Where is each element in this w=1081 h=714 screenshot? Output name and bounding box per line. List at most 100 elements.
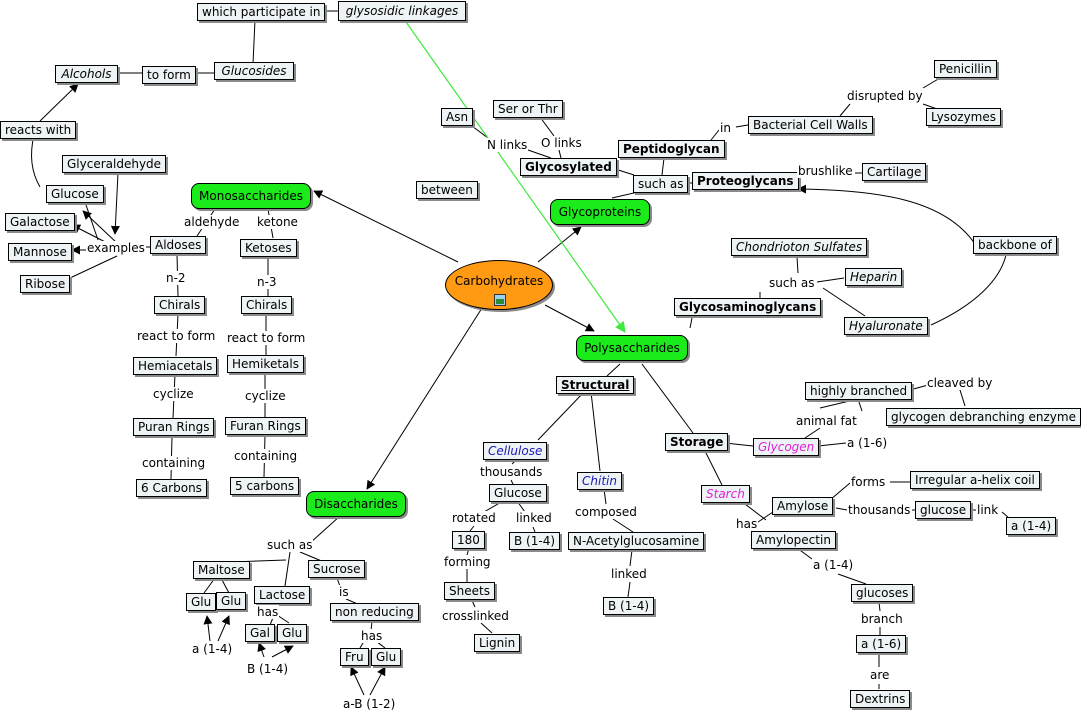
di-such-as-label: such as — [266, 538, 314, 552]
six-carbons-node[interactable]: 6 Carbons — [136, 479, 207, 497]
glucose-node[interactable]: Glucose — [46, 185, 104, 203]
aldehyde-label: aldehyde — [183, 215, 241, 229]
brushlike-label: brushlike — [797, 164, 854, 178]
glyceraldehyde-node[interactable]: Glyceraldehyde — [62, 155, 167, 173]
gag-such-as-label: such as — [768, 276, 816, 290]
gal-node[interactable]: Gal — [245, 624, 275, 642]
amylopectin-node[interactable]: Amylopectin — [751, 531, 836, 549]
maltose-node[interactable]: Maltose — [193, 561, 250, 579]
chondroiton-sulfates-node[interactable]: Chondrioton Sulfates — [731, 238, 868, 256]
alcohols-node[interactable]: Alcohols — [55, 65, 118, 83]
cellulose-node[interactable]: Cellulose — [483, 442, 548, 460]
glucoses-node[interactable]: glucoses — [851, 584, 914, 602]
thousands-label: thousands — [479, 465, 544, 479]
maltose-glu-2-node[interactable]: Glu — [216, 592, 247, 610]
sucrose-has-label: has — [360, 629, 384, 643]
cellulose-b14-node[interactable]: B (1-4) — [509, 532, 561, 550]
sucrose-link-label: a-B (1-2) — [342, 697, 397, 711]
lactose-node[interactable]: Lactose — [254, 586, 311, 604]
mannose-node[interactable]: Mannose — [8, 243, 72, 261]
ribose-node[interactable]: Ribose — [20, 275, 71, 293]
aldoses-node[interactable]: Aldoses — [150, 236, 207, 254]
chirals-right-node[interactable]: Chirals — [241, 296, 293, 314]
starch-node[interactable]: Starch — [701, 485, 750, 503]
puran-rings-node[interactable]: Puran Rings — [133, 418, 215, 436]
n-3-label: n-3 — [256, 275, 278, 289]
storage-node[interactable]: Storage — [665, 433, 729, 451]
sheets-node[interactable]: Sheets — [444, 582, 495, 600]
animal-fat-label: animal fat — [795, 414, 858, 428]
hemiacetals-node[interactable]: Hemiacetals — [133, 357, 218, 375]
starch-has-label: has — [735, 517, 759, 531]
ser-or-thr-node[interactable]: Ser or Thr — [493, 100, 563, 118]
chitin-b14-node[interactable]: B (1-4) — [603, 597, 655, 615]
asn-node[interactable]: Asn — [441, 108, 474, 126]
glycogen-node[interactable]: Glycogen — [753, 438, 820, 456]
structural-node[interactable]: Structural — [556, 376, 635, 394]
amylose-glucose-node[interactable]: glucose — [915, 501, 972, 519]
penicillin-node[interactable]: Penicillin — [934, 60, 997, 78]
monosaccharides-node[interactable]: Monosaccharides — [191, 183, 311, 209]
to-form-label[interactable]: to form — [142, 66, 196, 84]
amylopectin-a16-node[interactable]: a (1-6) — [856, 635, 907, 653]
cyclize-left-label: cyclize — [152, 387, 195, 401]
galactose-node[interactable]: Galactose — [5, 213, 75, 231]
ketoses-node[interactable]: Ketoses — [240, 239, 297, 257]
n-2-label: n-2 — [165, 271, 187, 285]
cellulose-linked-label: linked — [515, 511, 553, 525]
disrupted-by-label: disrupted by — [846, 89, 924, 103]
glyco-such-as-label[interactable]: such as — [633, 175, 689, 193]
non-reducing-node[interactable]: non reducing — [330, 603, 419, 621]
polysaccharides-node[interactable]: Polysaccharides — [576, 335, 688, 361]
glycosidic-linkages-node[interactable]: glysosidic linkages — [338, 1, 466, 21]
highly-branched-node[interactable]: highly branched — [805, 382, 913, 400]
lignin-node[interactable]: Lignin — [474, 634, 521, 652]
fru-node[interactable]: Fru — [340, 648, 369, 666]
lysozymes-node[interactable]: Lysozymes — [926, 108, 1002, 126]
branch-label: branch — [860, 612, 904, 626]
rotated-180-node[interactable]: 180 — [452, 531, 485, 549]
glycosaminoglycans-node[interactable]: Glycosaminoglycans — [674, 298, 822, 316]
sucrose-glu-node[interactable]: Glu — [371, 648, 402, 666]
furan-rings-node[interactable]: Furan Rings — [225, 417, 306, 435]
proteoglycans-node[interactable]: Proteoglycans — [692, 172, 799, 190]
react-to-form-left-label: react to form — [136, 329, 217, 343]
bacterial-cell-walls-node[interactable]: Bacterial Cell Walls — [748, 116, 873, 134]
amylose-node[interactable]: Amylose — [772, 497, 834, 515]
carbohydrates-node[interactable]: Carbohydrates — [445, 260, 553, 310]
backbone-of-label[interactable]: backbone of — [973, 236, 1057, 254]
cellulose-glucose-node[interactable]: Glucose — [489, 484, 547, 502]
examples-label: examples — [86, 241, 146, 255]
peptidoglycan-node[interactable]: Peptidoglycan — [618, 140, 725, 158]
debranching-enzyme-node[interactable]: glycogen debranching enzyme — [886, 408, 1081, 426]
ketone-label: ketone — [256, 215, 299, 229]
cartilage-node[interactable]: Cartilage — [862, 163, 927, 181]
disaccharides-node[interactable]: Disaccharides — [306, 491, 406, 517]
sucrose-node[interactable]: Sucrose — [308, 560, 366, 578]
glycoproteins-node[interactable]: Glycoproteins — [550, 199, 650, 225]
reacts-with-label[interactable]: reacts with — [0, 121, 77, 139]
image-icon[interactable] — [494, 294, 506, 306]
heparin-node[interactable]: Heparin — [845, 268, 903, 286]
which-participate-in-label[interactable]: which participate in — [197, 3, 326, 21]
maltose-glu-1-node[interactable]: Glu — [186, 593, 217, 611]
amylose-a14-node[interactable]: a (1-4) — [1006, 517, 1057, 535]
irregular-helix-node[interactable]: Irregular a-helix coil — [910, 471, 1040, 489]
hyaluronate-node[interactable]: Hyaluronate — [844, 317, 928, 335]
glycosylated-node[interactable]: Glycosylated — [520, 158, 617, 176]
cyclize-right-label: cyclize — [244, 389, 287, 403]
between-label[interactable]: between — [416, 181, 478, 199]
n-acetylglucosamine-node[interactable]: N-Acetylglucosamine — [568, 532, 705, 550]
dextrins-node[interactable]: Dextrins — [850, 690, 911, 708]
hemiketals-node[interactable]: Hemiketals — [227, 355, 304, 373]
chitin-node[interactable]: Chitin — [577, 472, 622, 490]
chirals-left-node[interactable]: Chirals — [154, 296, 206, 314]
n-links-label: N links — [486, 138, 529, 152]
containing-left-label: containing — [141, 456, 207, 470]
maltose-link-label: a (1-4) — [191, 642, 234, 656]
glucosides-node[interactable]: Glucosides — [214, 62, 294, 80]
five-carbons-node[interactable]: 5 carbons — [230, 477, 300, 495]
rotated-label: rotated — [451, 511, 497, 525]
lactose-glu-node[interactable]: Glu — [277, 624, 308, 642]
link-label: link — [976, 503, 1000, 517]
